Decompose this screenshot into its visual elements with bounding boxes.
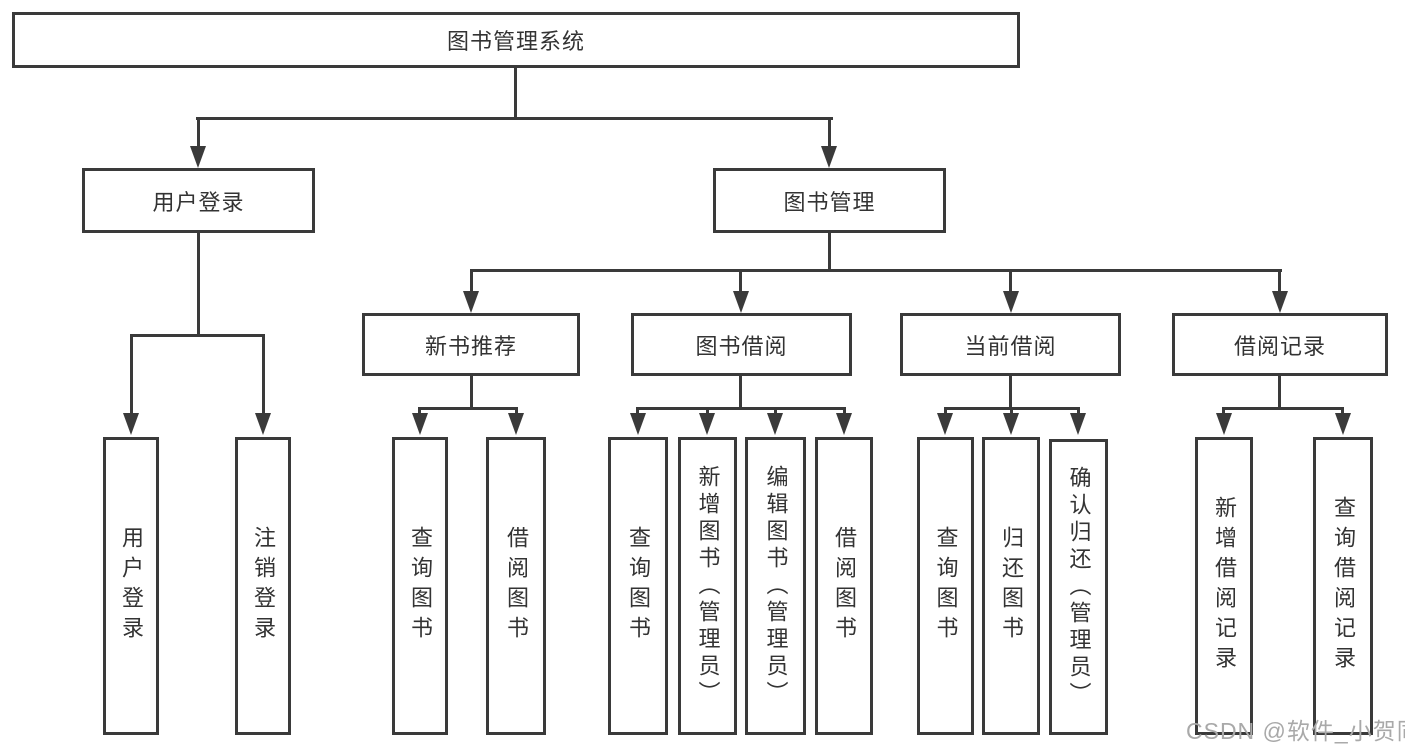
node-label: 当前借阅 <box>964 333 1057 359</box>
connector-trunk <box>1278 376 1281 409</box>
arrowhead-down <box>190 146 206 168</box>
leaf-borrow-books-borrowing: 借阅图书 <box>815 437 873 735</box>
arrowhead-down <box>1003 291 1019 313</box>
connector-bar <box>418 407 518 410</box>
arrowhead-down <box>508 413 524 435</box>
connector-stem-user-login <box>197 117 200 148</box>
connector-trunk <box>739 376 742 409</box>
arrowhead-down <box>733 291 749 313</box>
node-current-borrowing: 当前借阅 <box>900 313 1121 376</box>
leaf-label: 查询图书 <box>933 526 959 646</box>
leaf-confirm-return-admin: 确认归还（管理员） <box>1049 439 1108 735</box>
leaf-add-book-admin: 新增图书（管理员） <box>678 437 737 735</box>
connector-stem <box>470 269 473 293</box>
leaf-label: 确认归还（管理员） <box>1066 465 1092 709</box>
arrowhead-down <box>123 413 139 435</box>
leaf-user-login: 用户登录 <box>103 437 159 735</box>
leaf-query-books-recommend: 查询图书 <box>392 437 448 735</box>
arrowhead-down <box>767 413 783 435</box>
arrowhead-down <box>821 146 837 168</box>
node-book-borrowing: 图书借阅 <box>631 313 852 376</box>
leaf-label: 借阅图书 <box>504 526 529 646</box>
node-label: 图书管理 <box>783 189 876 215</box>
arrowhead-down <box>463 291 479 313</box>
connector-stem <box>843 407 846 416</box>
arrowhead-down <box>937 413 953 435</box>
leaf-label: 查询图书 <box>408 526 433 646</box>
connector-stem <box>1009 269 1012 293</box>
connector-root-trunk <box>514 66 517 119</box>
connector-stem <box>1341 407 1344 416</box>
connector-trunk <box>1009 376 1012 409</box>
arrowhead-down <box>836 413 852 435</box>
node-borrowing-records: 借阅记录 <box>1172 313 1388 376</box>
connector-stem <box>706 407 709 416</box>
connector-stem <box>130 334 133 415</box>
arrowhead-down <box>1335 413 1351 435</box>
node-label: 新书推荐 <box>424 333 517 359</box>
node-label: 借阅记录 <box>1233 333 1326 359</box>
arrowhead-down <box>255 413 271 435</box>
leaf-borrow-books-recommend: 借阅图书 <box>486 437 546 735</box>
leaf-label: 查询借阅记录 <box>1331 496 1356 676</box>
connector-stem <box>739 269 742 293</box>
connector-bar <box>1222 407 1344 410</box>
arrowhead-down <box>412 413 428 435</box>
connector-stem <box>944 407 947 416</box>
arrowhead-down <box>630 413 646 435</box>
connector-root-bar <box>196 117 833 120</box>
leaf-query-books-borrowing: 查询图书 <box>608 437 668 735</box>
connector-stem <box>515 407 518 416</box>
node-label: 用户登录 <box>152 189 245 215</box>
connector-bar <box>636 407 846 410</box>
leaf-label: 查询图书 <box>626 526 651 646</box>
node-label: 图书管理系统 <box>446 29 585 54</box>
node-label: 图书借阅 <box>695 333 788 359</box>
connector-stem <box>1010 407 1013 416</box>
leaf-label: 编辑图书（管理员） <box>763 464 789 708</box>
leaf-query-books-current: 查询图书 <box>917 437 974 735</box>
connector-user-login-bar <box>130 334 265 337</box>
arrowhead-down <box>699 413 715 435</box>
connector-stem <box>1278 269 1281 293</box>
node-new-book-recommendation: 新书推荐 <box>362 313 580 376</box>
arrowhead-down <box>1272 291 1288 313</box>
node-book-management: 图书管理 <box>713 168 946 233</box>
node-user-login: 用户登录 <box>82 168 315 233</box>
connector-stem <box>1222 407 1225 416</box>
leaf-label: 新增借阅记录 <box>1212 496 1237 676</box>
connector-book-management-trunk <box>828 233 831 271</box>
connector-stem <box>774 407 777 416</box>
leaf-return-books: 归还图书 <box>982 437 1040 735</box>
leaf-label: 借阅图书 <box>832 526 857 646</box>
leaf-query-borrow-record: 查询借阅记录 <box>1313 437 1373 735</box>
connector-stem <box>262 334 265 415</box>
connector-book-management-bar <box>470 269 1282 272</box>
arrowhead-down <box>1070 413 1086 435</box>
csdn-watermark: CSDN @软件_小贺同学 <box>1186 718 1405 744</box>
leaf-label: 注销登录 <box>251 526 276 646</box>
arrowhead-down <box>1003 413 1019 435</box>
connector-stem <box>1077 407 1080 416</box>
connector-stem-book-management <box>828 117 831 148</box>
connector-trunk <box>470 376 473 409</box>
connector-stem <box>418 407 421 416</box>
leaf-edit-book-admin: 编辑图书（管理员） <box>745 437 806 735</box>
node-library-management-system: 图书管理系统 <box>12 12 1020 68</box>
leaf-label: 新增图书（管理员） <box>695 464 721 708</box>
leaf-logout: 注销登录 <box>235 437 291 735</box>
arrowhead-down <box>1216 413 1232 435</box>
connector-stem <box>636 407 639 416</box>
connector-user-login-trunk <box>197 233 200 336</box>
leaf-add-borrow-record: 新增借阅记录 <box>1195 437 1253 735</box>
leaf-label: 用户登录 <box>119 526 144 646</box>
leaf-label: 归还图书 <box>999 526 1024 646</box>
